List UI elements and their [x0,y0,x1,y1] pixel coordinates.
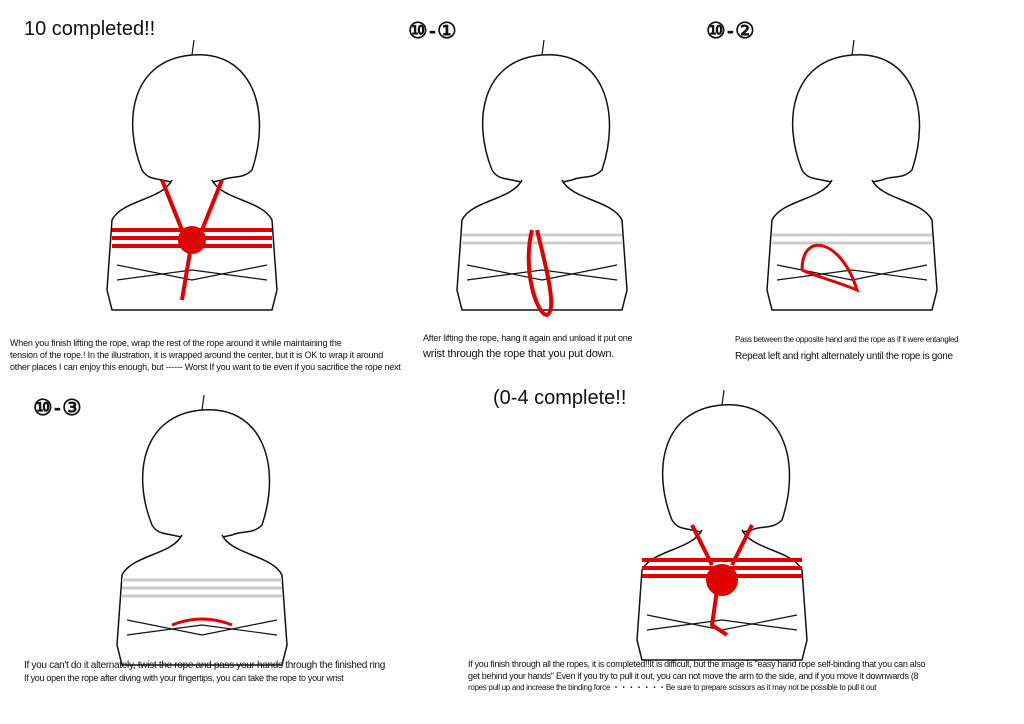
caption-line: ropes pull up and increase the binding f… [468,683,877,692]
caption-line: Pass between the opposite hand and the r… [735,335,959,344]
panel-4-title: ⑩-③ [33,395,83,420]
caption-line: get behind your hands" Even if you try t… [468,671,919,681]
figure-illustration-3 [766,39,938,311]
caption-line: wrist through the rope that you put down… [423,348,615,360]
panel-5-caption: If you finish through all the ropes, it … [468,658,1013,694]
panel-1-title: 10 completed!! [24,18,156,40]
rope-wraps [772,233,932,293]
rope-wraps [122,578,282,627]
caption-line: Repeat left and right alternately until … [735,351,953,362]
caption-line: If you finish through all the ropes, it … [468,659,926,669]
panel-3-title: ⑩-② [706,18,756,43]
caption-line: If you can't do it alternately, twist th… [24,660,386,671]
rope-wraps [642,524,802,637]
caption-line: When you finish lifting the rope, wrap t… [10,338,342,348]
caption-line: other places I can enjoy this enough, bu… [10,362,401,372]
rope-wraps [462,229,622,318]
panel-4-caption: If you can't do it alternately, twist th… [24,660,424,684]
caption-line: After lifting the rope, hang it again an… [423,333,633,343]
figure-illustration-1 [106,39,278,311]
caption-line: If you open the rope after diving with y… [24,673,344,683]
figure-illustration-4 [116,394,288,666]
panel-5-title: (0-4 complete!! [493,387,627,409]
panel-1-caption: When you finish lifting the rope, wrap t… [10,337,410,373]
panel-2-title: ⑩-① [408,18,458,43]
panel-3-caption: Pass between the opposite hand and the r… [735,334,1015,363]
panel-2-caption: After lifting the rope, hang it again an… [423,332,708,360]
figure-illustration-5 [636,389,808,661]
rope-wraps [112,179,272,301]
caption-line: tension of the rope.! In the illustratio… [10,350,384,360]
figure-illustration-2 [456,39,628,318]
